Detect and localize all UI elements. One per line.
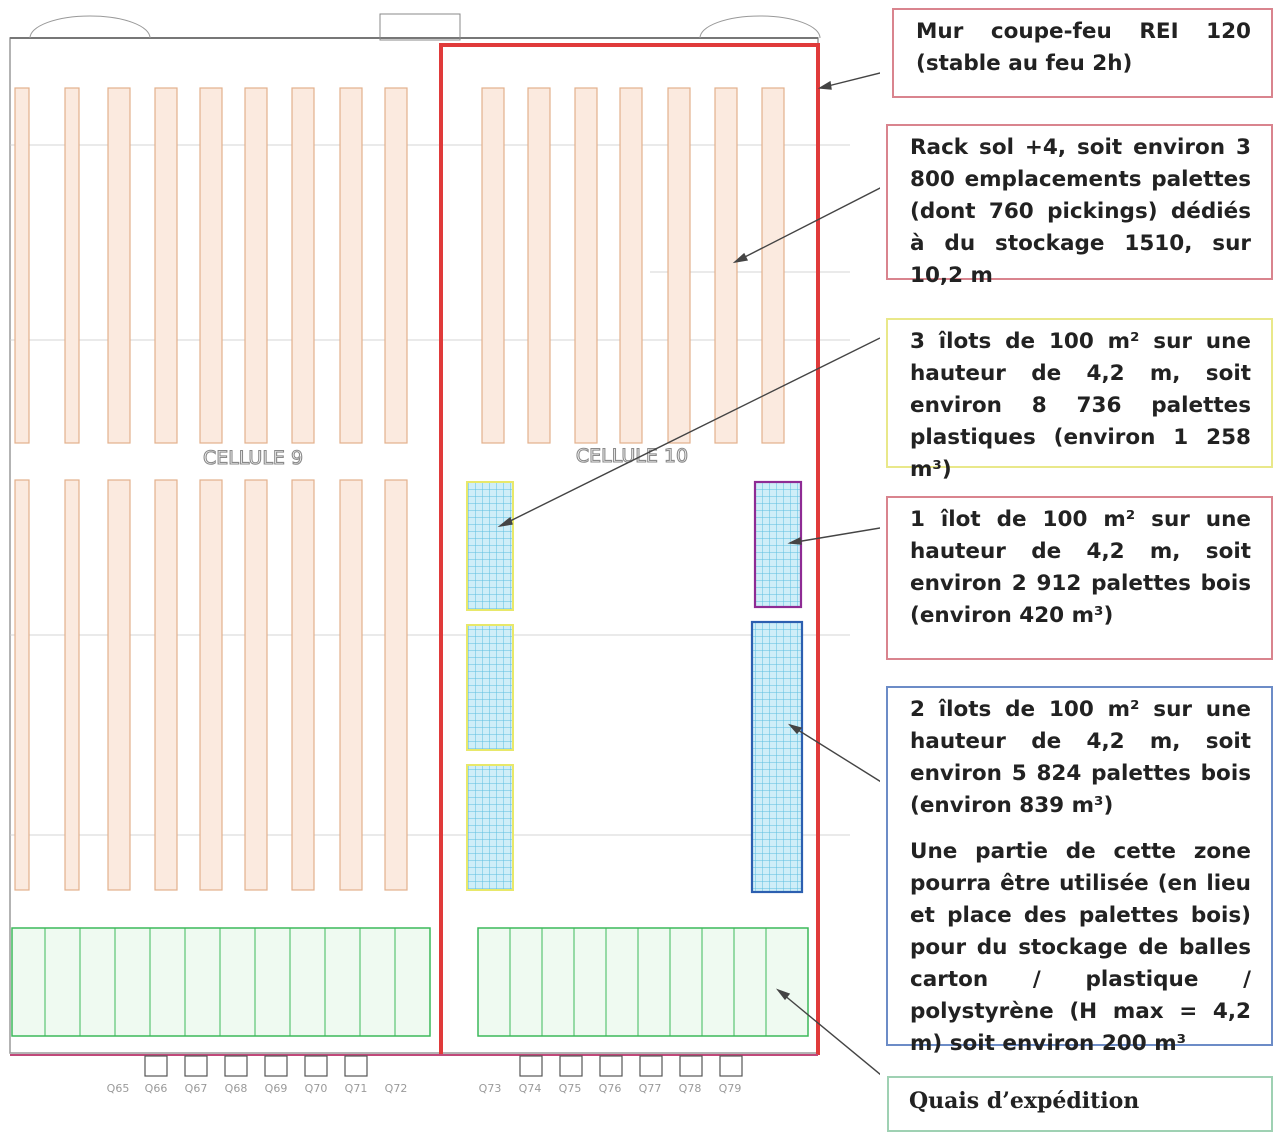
- callout-wood-islands-2: 2 îlots de 100 m² sur une hauteur de 4,2…: [886, 686, 1273, 1056]
- dock-door: [599, 1055, 623, 1077]
- rack-row: [667, 87, 691, 444]
- dock-door: [559, 1055, 583, 1077]
- picking-rack-right: [477, 927, 809, 1037]
- dock-door: [184, 1055, 208, 1077]
- rack-row: [714, 87, 738, 444]
- rack-row: [481, 87, 505, 444]
- callout-wood-island-text: 1 îlot de 100 m² sur une hauteur de 4,2 …: [910, 507, 1251, 628]
- rack-row: [339, 87, 363, 444]
- rack-row: [384, 87, 408, 444]
- rack-row: [384, 479, 408, 891]
- plastic-island: [466, 764, 514, 891]
- dock-door: [264, 1055, 288, 1077]
- callout-wood-islands-2-text: 2 îlots de 100 m² sur une hauteur de 4,2…: [910, 697, 1251, 818]
- entrance-block: [379, 13, 461, 41]
- rack-row: [64, 87, 80, 444]
- dock-label: Q79: [719, 1082, 742, 1095]
- rack-row: [14, 479, 30, 891]
- callout-rack: Rack sol +4, soit environ 3 800 emplacem…: [886, 124, 1273, 288]
- callout-quais: Quais d’expédition: [887, 1076, 1273, 1132]
- dock-label: Q72: [385, 1082, 408, 1095]
- rack-row: [199, 87, 223, 444]
- dock-label: Q76: [599, 1082, 622, 1095]
- wood-island-2: [750, 620, 804, 894]
- dock-label: Q67: [185, 1082, 208, 1095]
- building-outline: [9, 37, 819, 1054]
- dock-label: Q78: [679, 1082, 702, 1095]
- rack-row: [619, 87, 643, 444]
- dock-door: [519, 1055, 543, 1077]
- dock-door: [224, 1055, 248, 1077]
- dock-doors: [144, 1055, 743, 1077]
- callout-plastic-islands-text: 3 îlots de 100 m² sur une hauteur de 4,2…: [910, 329, 1251, 482]
- dock-door: [719, 1055, 743, 1077]
- cell-10-label: CELLULE 10: [576, 445, 688, 467]
- picking-rack-left: [11, 927, 431, 1037]
- callout-fire-wall: Mur coupe-feu REI 120 (stable au feu 2h): [892, 8, 1273, 98]
- door-arc-left: [29, 15, 151, 39]
- callout-wood-islands-2-note: Une partie de cette zone pourra être uti…: [910, 839, 1251, 1056]
- picking-racks: [11, 927, 809, 1037]
- plastic-island: [466, 624, 514, 751]
- rack-row: [527, 87, 551, 444]
- rack-row: [199, 479, 223, 891]
- rack-row: [244, 87, 268, 444]
- callout-quais-text: Quais d’expédition: [909, 1088, 1140, 1114]
- rack-row: [154, 479, 178, 891]
- rack-row: [154, 87, 178, 444]
- dock-label: Q73: [479, 1082, 502, 1095]
- dock-label: Q69: [265, 1082, 288, 1095]
- rack-row: [107, 87, 131, 444]
- plastic-islands: [466, 481, 514, 891]
- rack-row: [291, 87, 315, 444]
- rack-row: [107, 479, 131, 891]
- rack-row: [64, 479, 80, 891]
- dock-label: Q66: [145, 1082, 168, 1095]
- dock-label: Q71: [345, 1082, 368, 1095]
- callout-wood-island: 1 îlot de 100 m² sur une hauteur de 4,2 …: [886, 496, 1273, 660]
- dock-door: [304, 1055, 328, 1077]
- racks-cell-9: [14, 87, 408, 891]
- dock-label: Q75: [559, 1082, 582, 1095]
- picking-rack-dividers: [44, 928, 767, 1036]
- wood-island-1: [753, 480, 803, 609]
- fire-wall: [439, 43, 820, 1055]
- callout-fire-wall-text: Mur coupe-feu REI 120 (stable au feu 2h): [916, 19, 1251, 76]
- callout-plastic-islands: 3 îlots de 100 m² sur une hauteur de 4,2…: [886, 318, 1273, 482]
- dock-label: Q77: [639, 1082, 662, 1095]
- dock-label: Q70: [305, 1082, 328, 1095]
- plastic-island: [466, 481, 514, 611]
- dock-door: [144, 1055, 168, 1077]
- rack-row: [339, 479, 363, 891]
- dock-label: Q65: [107, 1082, 130, 1095]
- rack-row: [14, 87, 30, 444]
- rack-row: [761, 87, 785, 444]
- dock-door: [639, 1055, 663, 1077]
- callout-rack-text: Rack sol +4, soit environ 3 800 emplacem…: [910, 135, 1251, 288]
- dock-door: [679, 1055, 703, 1077]
- warehouse-plan: CELLULE 9 CELLULE 10 Q65 Q66 Q67 Q68 Q69…: [9, 13, 880, 1095]
- dock-label: Q74: [519, 1082, 542, 1095]
- door-arc-right: [699, 15, 821, 39]
- cell-9-label: CELLULE 9: [203, 447, 303, 469]
- dock-door: [344, 1055, 368, 1077]
- rack-row: [291, 479, 315, 891]
- rack-row: [244, 479, 268, 891]
- rack-row: [574, 87, 598, 444]
- callout-arrows: [497, 72, 880, 1076]
- racks-cell-10: [481, 87, 785, 444]
- dock-label: Q68: [225, 1082, 248, 1095]
